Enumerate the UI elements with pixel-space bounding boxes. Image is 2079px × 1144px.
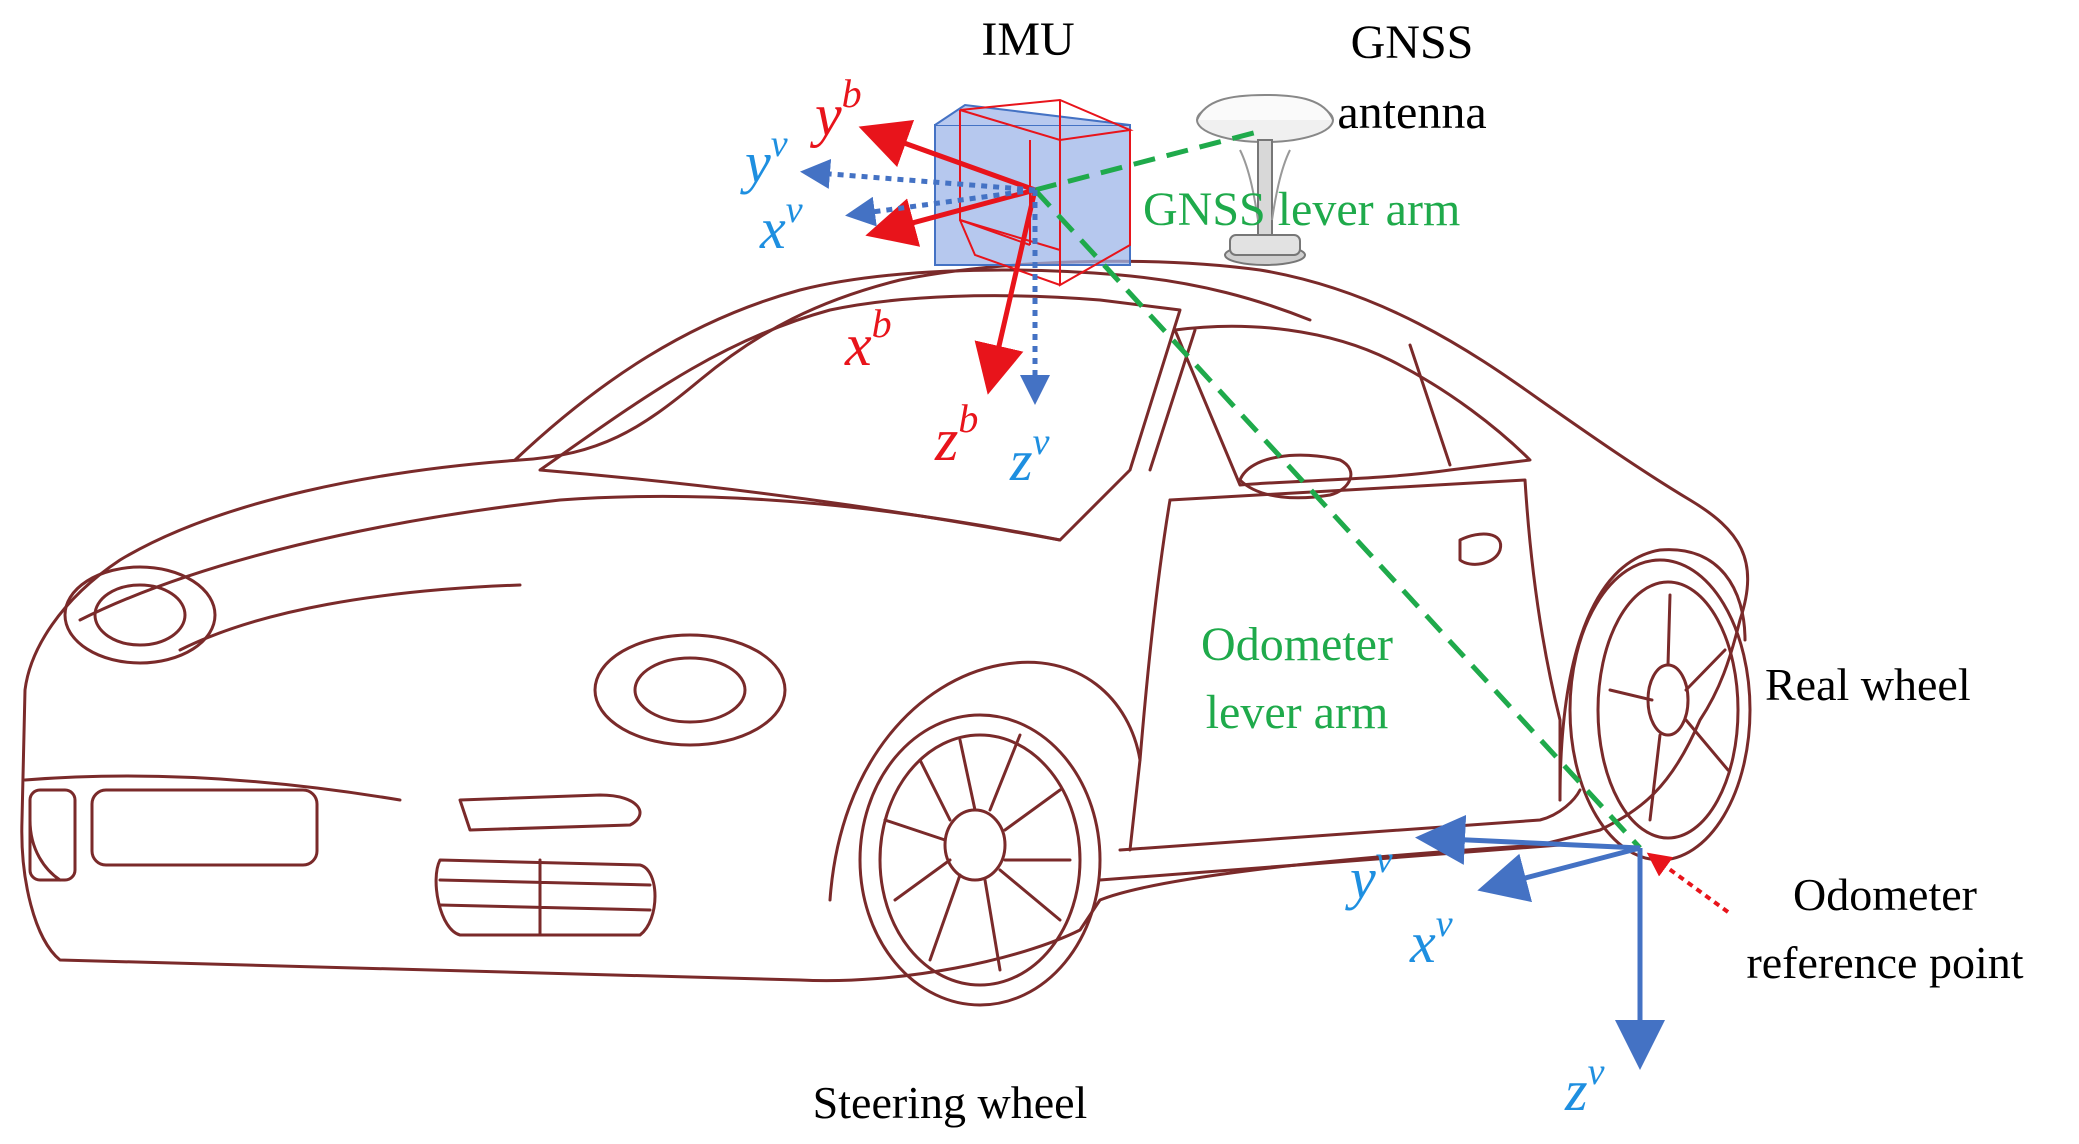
real-wheel-label: Real wheel	[1765, 659, 1971, 710]
vehicle-y-label-imu: yv	[740, 123, 788, 195]
body-z-axis-arrow	[974, 189, 1038, 395]
body-y-axis-arrow	[858, 119, 1036, 193]
car-icon	[20, 259, 1752, 1007]
body-y-label: yb	[809, 71, 862, 148]
gnss-antenna-icon	[1196, 93, 1334, 266]
odometer-lever-arm-label-line2: lever arm	[1206, 686, 1389, 739]
steering-wheel-label: Steering wheel	[813, 1077, 1088, 1128]
odometer-lever-arm-line	[1033, 188, 1642, 850]
gnss-lever-arm-label: GNSS lever arm	[1143, 183, 1460, 236]
odo-y-axis-arrow	[1415, 814, 1641, 865]
odometer-reference-label-line1: Odometer	[1793, 869, 1977, 920]
body-x-axis-arrow	[865, 187, 1036, 247]
odo-y-label: yv	[1345, 839, 1393, 911]
gnss-label-line2: antenna	[1337, 86, 1486, 139]
odo-x-label: xv	[1409, 903, 1453, 975]
odometer-reference-label-line2: reference point	[1746, 937, 2023, 988]
odometer-lever-arm-label-line1: Odometer	[1201, 618, 1393, 671]
body-x-label: xb	[844, 301, 892, 378]
odo-z-label: zv	[1564, 1051, 1605, 1123]
body-z-label: zb	[934, 396, 978, 473]
odo-reference-pointer	[1646, 852, 1730, 914]
vehicle-y-axis-imu-arrow	[800, 158, 1036, 193]
odo-x-axis-arrow	[1477, 845, 1641, 903]
imu-label: IMU	[981, 13, 1074, 66]
vehicle-z-label-imu: zv	[1009, 421, 1050, 493]
gnss-lever-arm-line	[1034, 127, 1266, 193]
gnss-label-line1: GNSS	[1351, 16, 1474, 69]
vehicle-x-label-imu: xv	[759, 189, 803, 261]
